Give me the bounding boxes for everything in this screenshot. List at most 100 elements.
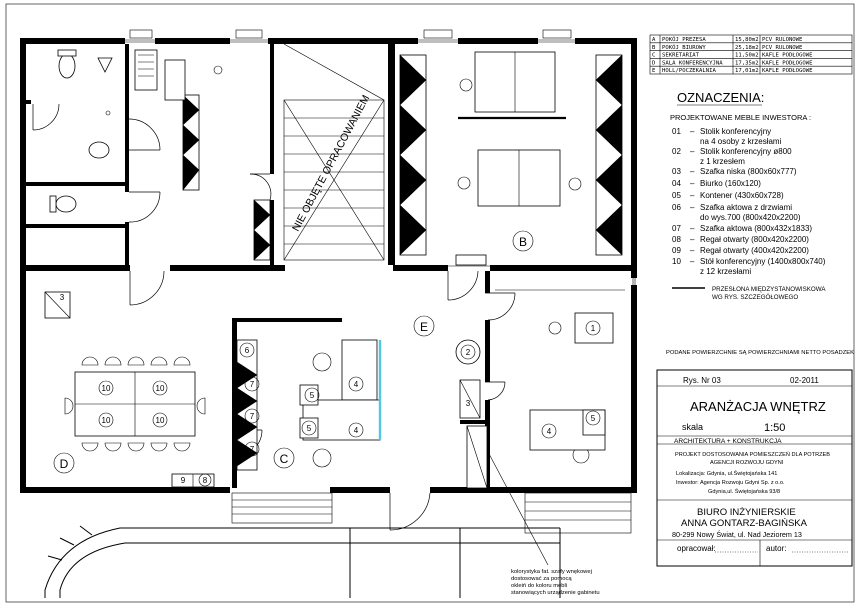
svg-text:KAFLE PODŁOGOWE: KAFLE PODŁOGOWE bbox=[762, 68, 813, 74]
svg-text:PRZESŁONA MIĘDZYSTANOWISKOWA: PRZESŁONA MIĘDZYSTANOWISKOWA bbox=[712, 286, 826, 293]
svg-text:–: – bbox=[690, 191, 695, 200]
svg-text:E: E bbox=[652, 68, 656, 74]
furniture-tag: 7 bbox=[250, 412, 255, 421]
room-letter-b: B bbox=[519, 235, 527, 249]
sink-icon bbox=[88, 141, 110, 159]
svg-text:–: – bbox=[690, 167, 695, 176]
furniture-tag: 7 bbox=[250, 380, 255, 389]
bathroom-fixtures bbox=[49, 49, 223, 213]
room-letter-markers: B E C D bbox=[53, 230, 534, 474]
svg-text:17,35m2: 17,35m2 bbox=[735, 60, 759, 66]
svg-text:15,80m2: 15,80m2 bbox=[735, 37, 759, 43]
svg-text:autor:: autor: bbox=[766, 544, 786, 553]
furniture-tag: 4 bbox=[354, 426, 359, 435]
svg-text:AGENCJI ROZWOJU GDYNI: AGENCJI ROZWOJU GDYNI bbox=[710, 460, 784, 466]
svg-text:–: – bbox=[690, 127, 695, 136]
furniture-tag: 4 bbox=[547, 427, 552, 436]
furniture-tag: 9 bbox=[181, 476, 186, 485]
sheet-frame bbox=[5, 3, 855, 603]
scale-value: 1:50 bbox=[764, 422, 785, 434]
svg-text:dostosować za pomocą: dostosować za pomocą bbox=[511, 576, 572, 582]
designer-name: ANNA GONTARZ-BAGIŃSKA bbox=[681, 518, 808, 529]
stair-not-covered-label: NIE OBJĘTE OPRACOWANIEM bbox=[290, 93, 372, 233]
svg-text:11,50m2: 11,50m2 bbox=[735, 53, 759, 59]
svg-text:PCV RULONOWE: PCV RULONOWE bbox=[762, 45, 803, 51]
svg-text:04: 04 bbox=[672, 179, 681, 188]
room-area-table: A POKÓJ PREZESA 15,80m2 PCV RULONOWE B P… bbox=[649, 34, 853, 75]
svg-text:Inwestor: Agencja Rozwoju Gdyn: Inwestor: Agencja Rozwoju Gdyni Sp. z o.… bbox=[676, 480, 785, 486]
svg-text:POKÓJ PREZESA: POKÓJ PREZESA bbox=[662, 36, 706, 43]
svg-text:–: – bbox=[690, 147, 695, 156]
drawing-title: ARANŻACJA WNĘTRZ bbox=[690, 399, 826, 414]
discipline: ARCHITEKTURA + KONSTRUKCJA bbox=[674, 438, 782, 445]
svg-text:PCV RULONOWE: PCV RULONOWE bbox=[762, 37, 803, 43]
svg-text:Kontener (430x60x728): Kontener (430x60x728) bbox=[700, 191, 784, 200]
furniture-tag: 2 bbox=[466, 348, 471, 357]
svg-text:–: – bbox=[690, 179, 695, 188]
svg-text:Szafka niska (800x60x777): Szafka niska (800x60x777) bbox=[700, 167, 797, 176]
svg-text:–: – bbox=[690, 224, 695, 233]
svg-text:Stół konferencyjny (1400x800x7: Stół konferencyjny (1400x800x740) bbox=[700, 257, 826, 266]
svg-text:SALA KONFERENCYJNA: SALA KONFERENCYJNA bbox=[662, 60, 723, 66]
svg-text:A: A bbox=[652, 37, 656, 43]
furniture-tags: 1 2 3 3 4 4 4 5 5 5 6 7 7 7 8 9 10 10 10… bbox=[60, 293, 601, 487]
note-leader-line bbox=[486, 449, 549, 566]
room-letter-c: C bbox=[280, 452, 289, 466]
office-address: 80-299 Nowy Świat, ul. Nad Jeziorem 13 bbox=[672, 530, 802, 539]
staircase bbox=[283, 43, 385, 261]
room-c-furniture bbox=[236, 339, 382, 471]
svg-text:05: 05 bbox=[672, 191, 681, 200]
svg-text:–: – bbox=[690, 257, 695, 266]
svg-text:D: D bbox=[652, 60, 656, 66]
svg-text:17,01m2: 17,01m2 bbox=[735, 68, 759, 74]
svg-text:03: 03 bbox=[672, 167, 681, 176]
svg-text:Gdynia,ul. Świętojańska 93/8: Gdynia,ul. Świętojańska 93/8 bbox=[708, 487, 780, 495]
svg-text:do wys.700 (800x420x2200): do wys.700 (800x420x2200) bbox=[700, 213, 801, 222]
svg-text:B: B bbox=[652, 45, 656, 51]
svg-text:Regał otwarty (800x420x2200): Regał otwarty (800x420x2200) bbox=[700, 235, 809, 244]
svg-text:WG RYS. SZCZEGÓŁOWEGO: WG RYS. SZCZEGÓŁOWEGO bbox=[712, 294, 798, 301]
svg-text:Biurko (160x120): Biurko (160x120) bbox=[700, 179, 761, 188]
room-b-furniture bbox=[399, 51, 623, 267]
svg-text:kolorystyka fat. szafy wnękowe: kolorystyka fat. szafy wnękowej bbox=[511, 569, 592, 575]
svg-text:z 1 krzesłem: z 1 krzesłem bbox=[700, 157, 745, 166]
svg-text:–: – bbox=[690, 203, 695, 212]
title-block: Rys. Nr 03 02-2011 ARANŻACJA WNĘTRZ skal… bbox=[656, 369, 853, 567]
svg-text:06: 06 bbox=[672, 203, 681, 212]
svg-text:KAFLE PODŁOGOWE: KAFLE PODŁOGOWE bbox=[762, 60, 813, 66]
svg-text:HOLL/POCZEKALNIA: HOLL/POCZEKALNIA bbox=[662, 68, 717, 74]
svg-text:09: 09 bbox=[672, 246, 681, 255]
svg-text:Lokalizacja: Gdynia, ul.Święto: Lokalizacja: Gdynia, ul.Świętojańska 141 bbox=[676, 469, 777, 477]
room-letter-d: D bbox=[60, 457, 69, 471]
svg-text:Szafka aktowa z drzwiami: Szafka aktowa z drzwiami bbox=[700, 203, 792, 212]
entrance-steps bbox=[231, 492, 632, 534]
toilet-icon bbox=[55, 195, 77, 213]
room-e-furniture bbox=[455, 289, 625, 489]
furniture-tag: 1 bbox=[591, 324, 596, 333]
urinal-icon bbox=[97, 57, 113, 73]
svg-text:01: 01 bbox=[672, 127, 681, 136]
svg-text:POKÓJ BIUROWY: POKÓJ BIUROWY bbox=[662, 44, 706, 51]
furniture-tag: 10 bbox=[102, 416, 111, 425]
cabinet-color-note: kolorystyka fat. szafy wnękowej dostosow… bbox=[511, 569, 600, 596]
svg-text:02: 02 bbox=[672, 147, 681, 156]
furniture-tag: 6 bbox=[245, 346, 250, 355]
svg-text:KAFLE PODŁOGOWE: KAFLE PODŁOGOWE bbox=[762, 53, 813, 59]
room-letter-e: E bbox=[420, 320, 428, 334]
svg-text:10: 10 bbox=[672, 257, 681, 266]
svg-text:08: 08 bbox=[672, 235, 681, 244]
furniture-tag: 5 bbox=[307, 424, 312, 433]
furniture-tag: 5 bbox=[310, 391, 315, 400]
walls bbox=[20, 38, 637, 493]
svg-text:–: – bbox=[690, 235, 695, 244]
room-d-furniture bbox=[44, 291, 215, 488]
furniture-tag: 5 bbox=[591, 414, 596, 423]
svg-text:PROJEKT DOSTOSOWANIA POMIESZCZ: PROJEKT DOSTOSOWANIA POMIESZCZEŃ DLA POT… bbox=[675, 451, 830, 458]
office-name: BIURO INŻYNIERSKIE bbox=[697, 507, 796, 518]
legend: OZNACZENIA: PROJEKTOWANE MEBLE INWESTORA… bbox=[670, 90, 826, 301]
furniture-tag: 10 bbox=[156, 384, 165, 393]
shower-icon bbox=[134, 49, 158, 91]
furniture-tag: 8 bbox=[203, 476, 208, 485]
svg-text:okleiń do koloru mebli: okleiń do koloru mebli bbox=[511, 583, 567, 589]
